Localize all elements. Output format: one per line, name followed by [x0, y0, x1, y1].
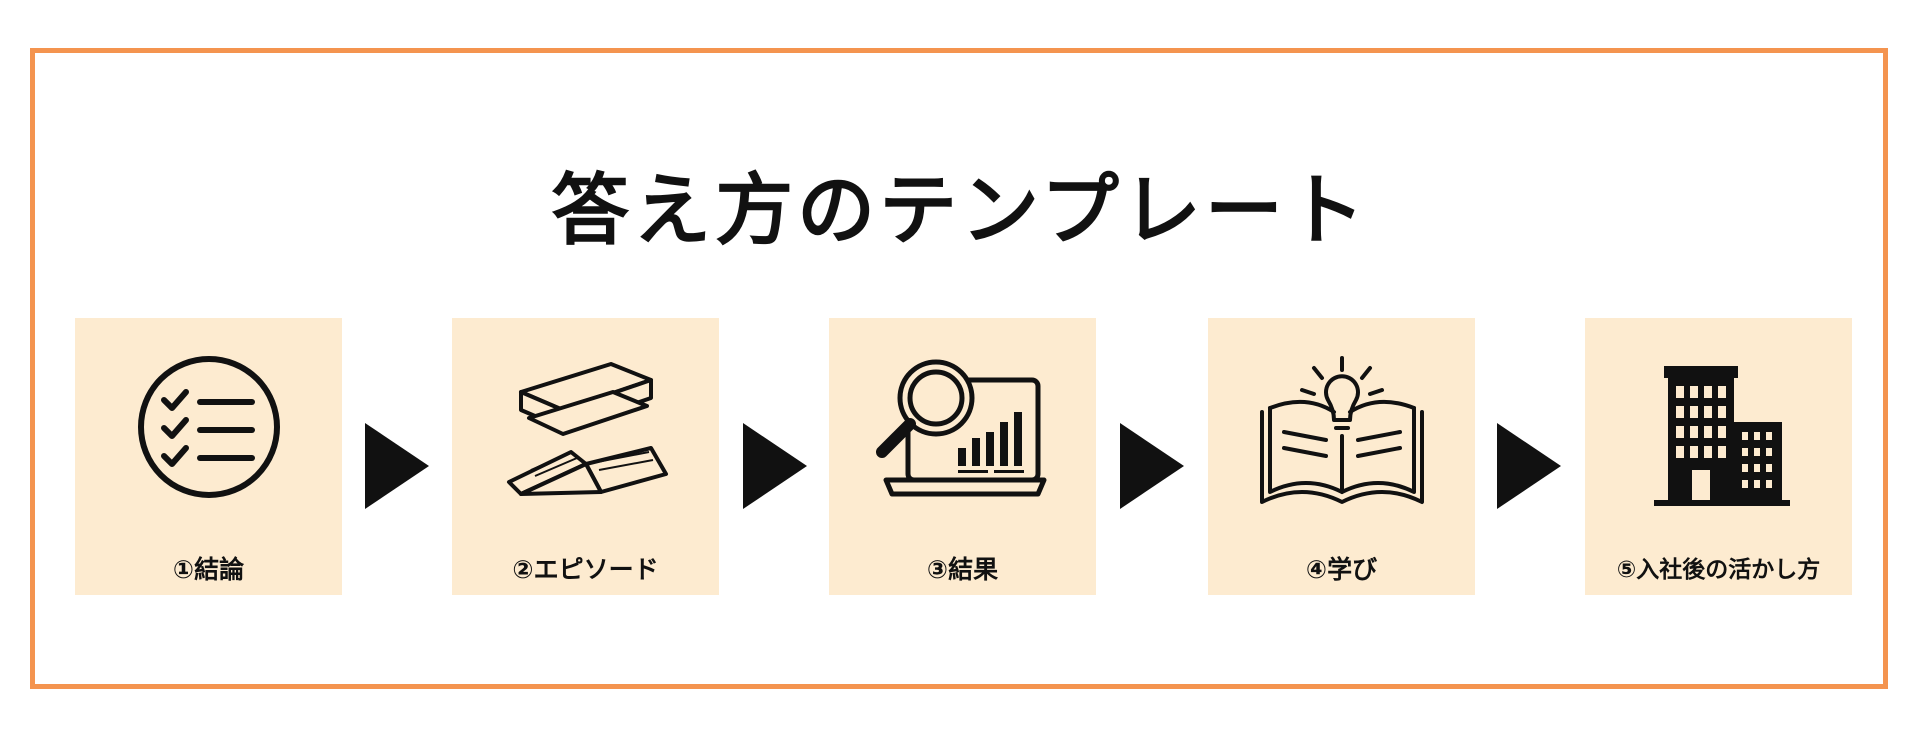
step-label: ③結果 [926, 555, 999, 584]
book-lightbulb-icon [1259, 356, 1424, 504]
step-card-conclusion: ①結論 [75, 318, 342, 595]
step-card-episode: ②エピソード [452, 318, 719, 595]
arrow-icon [743, 423, 807, 509]
checklist-icon [137, 356, 280, 498]
books-icon [506, 362, 668, 496]
page-title: 答え方のテンプレート [551, 166, 1369, 256]
arrow-icon [1120, 423, 1184, 509]
step-card-application: ⑤入社後の活かし方 [1585, 318, 1852, 595]
arrow-icon [365, 423, 429, 509]
buildings-icon [1653, 366, 1790, 506]
step-card-result: ③結果 [829, 318, 1096, 595]
step-label: ①結論 [172, 555, 245, 584]
step-label: ②エピソード [512, 555, 659, 584]
magnifier-chart-icon [875, 359, 1046, 497]
step-label: ④学び [1305, 555, 1378, 584]
step-card-learning: ④学び [1208, 318, 1475, 595]
arrow-icon [1497, 423, 1561, 509]
step-label: ⑤入社後の活かし方 [1616, 557, 1821, 583]
